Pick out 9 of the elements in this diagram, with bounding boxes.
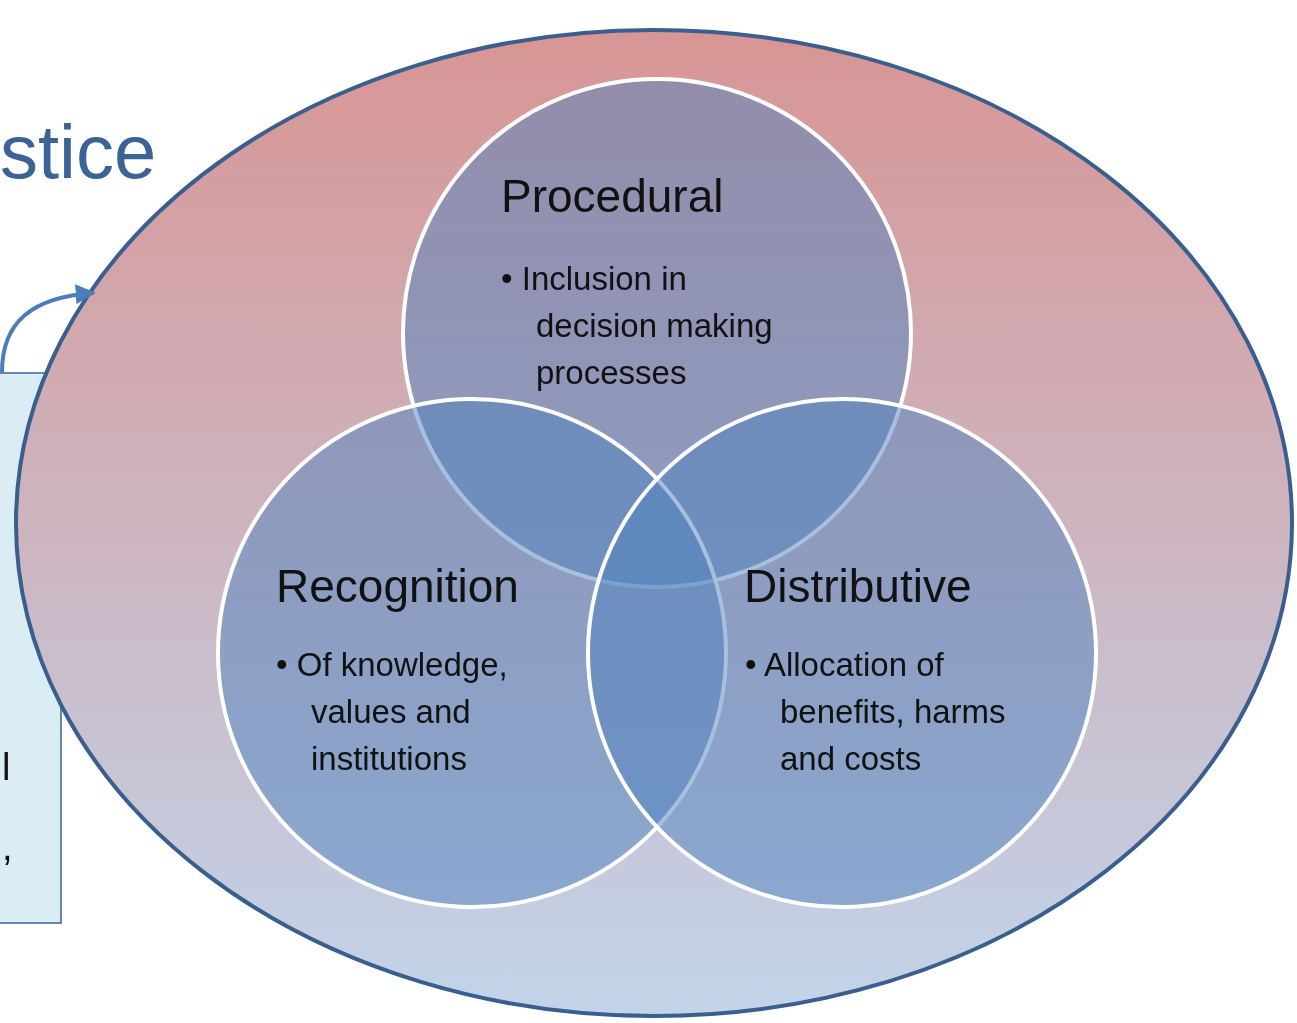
circle-heading: Recognition (276, 559, 519, 613)
circle-heading: Procedural (501, 169, 724, 223)
arrow (0, 284, 96, 373)
title: stice (0, 108, 157, 195)
circle-heading: Distributive (744, 559, 972, 613)
bullet-text: • Inclusion in decision making processes (501, 259, 774, 393)
bullet-text: • Of knowledge, values and institutions (276, 645, 509, 779)
cut-off-text: l , (2, 745, 8, 870)
bullet-text: • Allocation of benefits, harms and costs (745, 645, 1007, 779)
